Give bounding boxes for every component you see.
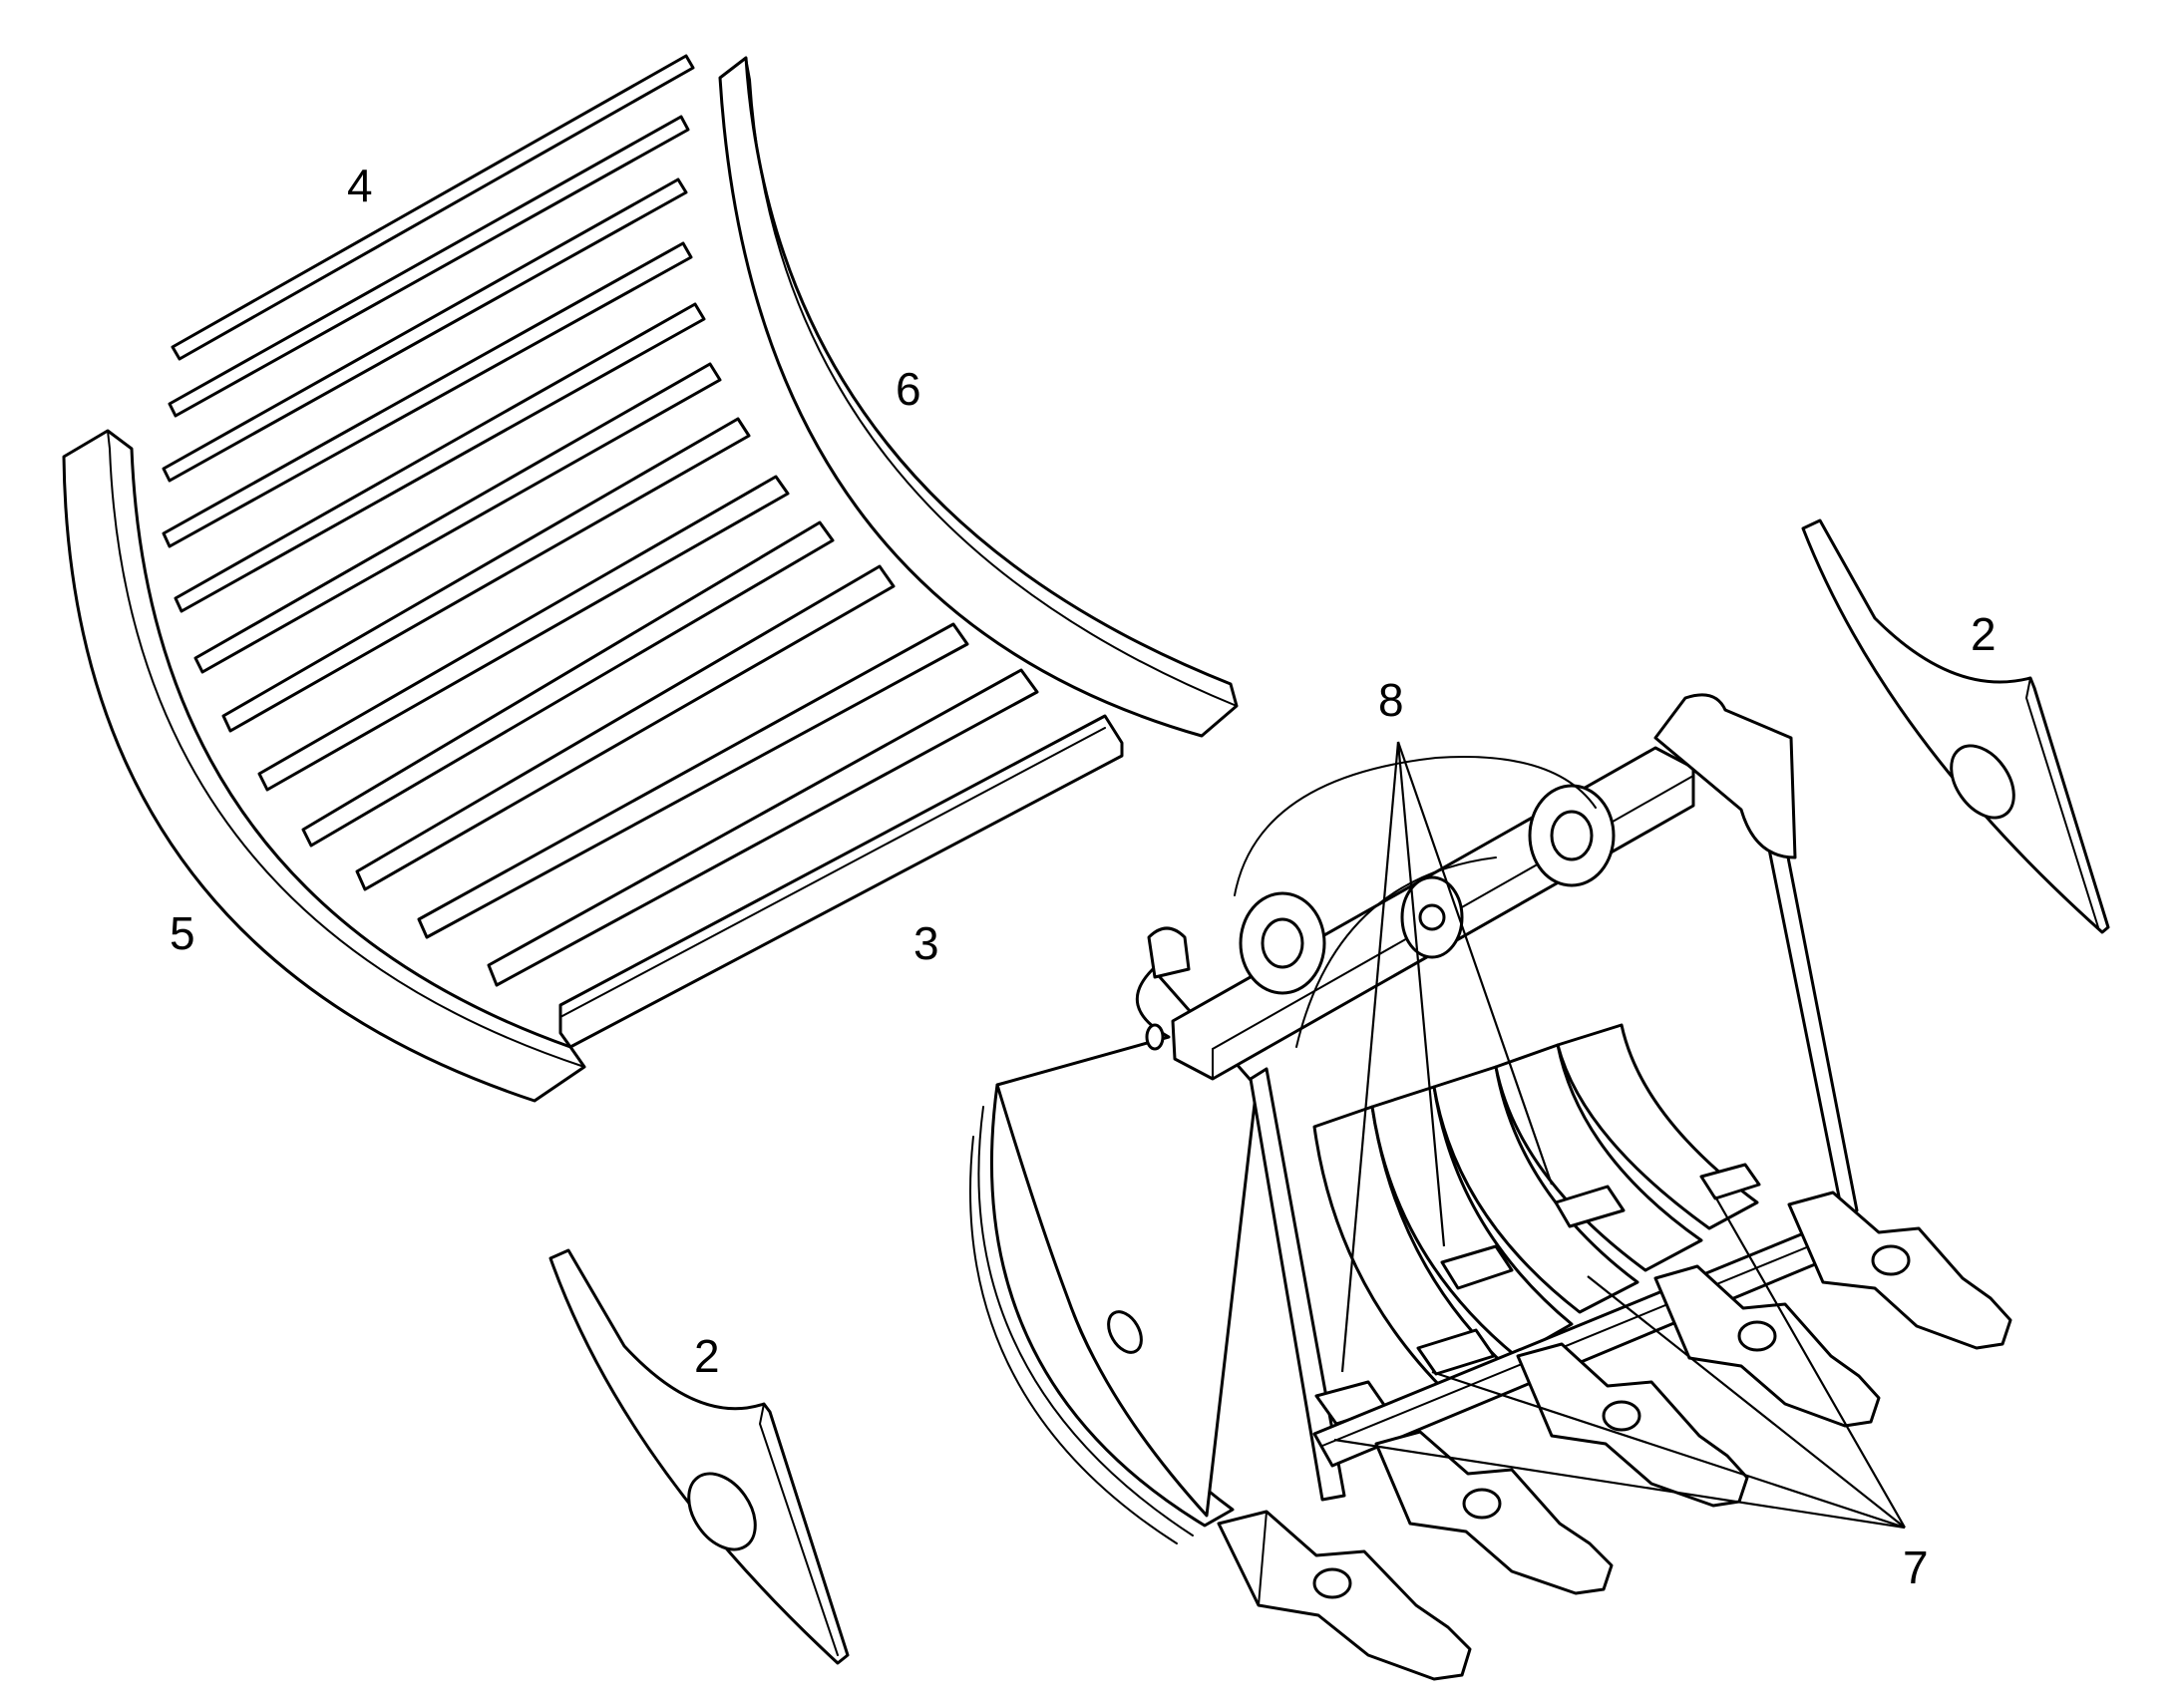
callout-side-plate-left: 2 xyxy=(694,1330,720,1382)
callout-bottom-strip: 3 xyxy=(913,917,939,969)
callout-side-curve-left: 5 xyxy=(170,907,195,959)
callout-wear-strip-top: 4 xyxy=(347,160,373,211)
wear-strip-stack xyxy=(162,54,1124,1049)
curved-rail-right xyxy=(718,56,1239,738)
callout-side-plate-right: 2 xyxy=(1971,608,1997,660)
tooth-2 xyxy=(1374,1430,1614,1595)
callout-bucket-liner: 8 xyxy=(1378,674,1404,726)
callout-labels: 4 6 5 3 2 2 8 7 xyxy=(170,160,1997,1593)
callout-tooth-adapter: 7 xyxy=(1903,1541,1929,1593)
tooth-adapters xyxy=(1217,1191,2012,1681)
tooth-4 xyxy=(1653,1264,1881,1428)
callout-side-curve-right: 6 xyxy=(896,363,921,415)
side-plate-left xyxy=(548,1248,850,1665)
bucket-assembly xyxy=(969,693,1865,1544)
tooth-5 xyxy=(1787,1191,2012,1350)
side-plate-right xyxy=(1801,518,2110,934)
tooth-1 xyxy=(1217,1510,1472,1681)
leader-lines xyxy=(1333,741,1906,1530)
tooth-3 xyxy=(1516,1342,1749,1508)
curved-rail-left xyxy=(62,429,586,1103)
